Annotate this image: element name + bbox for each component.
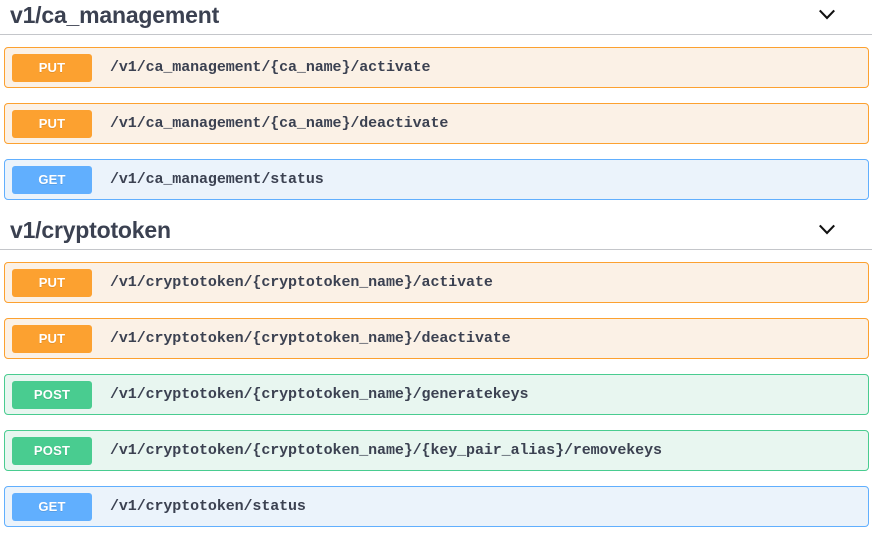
operation-row[interactable]: PUT/v1/ca_management/{ca_name}/activate [4, 47, 869, 88]
operation-row[interactable]: GET/v1/ca_management/status [4, 159, 869, 200]
operation-row[interactable]: PUT/v1/cryptotoken/{cryptotoken_name}/ac… [4, 262, 869, 303]
tag-title: v1/cryptotoken [10, 217, 171, 243]
operation-row[interactable]: PUT/v1/ca_management/{ca_name}/deactivat… [4, 103, 869, 144]
operation-row[interactable]: PUT/v1/cryptotoken/{cryptotoken_name}/de… [4, 318, 869, 359]
operation-path: /v1/cryptotoken/status [110, 498, 306, 515]
tag-header-tag-v1-cryptotoken[interactable]: v1/cryptotoken [0, 215, 872, 250]
operation-row[interactable]: GET/v1/cryptotoken/status [4, 486, 869, 527]
chevron-down-icon[interactable] [816, 219, 838, 241]
chevron-down-icon[interactable] [816, 4, 838, 26]
http-method-badge: PUT [12, 268, 92, 297]
http-method-badge: PUT [12, 109, 92, 138]
http-method-badge: POST [12, 436, 92, 465]
operation-row[interactable]: POST/v1/cryptotoken/{cryptotoken_name}/{… [4, 430, 869, 471]
operation-path: /v1/ca_management/{ca_name}/deactivate [110, 115, 449, 132]
tag-title: v1/ca_management [10, 2, 220, 28]
http-method-badge: GET [12, 492, 92, 521]
operation-path: /v1/cryptotoken/{cryptotoken_name}/gener… [110, 386, 529, 403]
operation-path: /v1/cryptotoken/{cryptotoken_name}/activ… [110, 274, 493, 291]
http-method-badge: POST [12, 380, 92, 409]
operation-path: /v1/ca_management/status [110, 171, 324, 188]
tag-header-tag-v1-ca-management[interactable]: v1/ca_management [0, 0, 872, 35]
operation-path: /v1/cryptotoken/{cryptotoken_name}/{key_… [110, 442, 662, 459]
http-method-badge: GET [12, 165, 92, 194]
http-method-badge: PUT [12, 53, 92, 82]
operation-path: /v1/cryptotoken/{cryptotoken_name}/deact… [110, 330, 511, 347]
operation-row[interactable]: POST/v1/cryptotoken/{cryptotoken_name}/g… [4, 374, 869, 415]
http-method-badge: PUT [12, 324, 92, 353]
operation-path: /v1/ca_management/{ca_name}/activate [110, 59, 431, 76]
operation-list: PUT/v1/cryptotoken/{cryptotoken_name}/ac… [0, 262, 876, 527]
